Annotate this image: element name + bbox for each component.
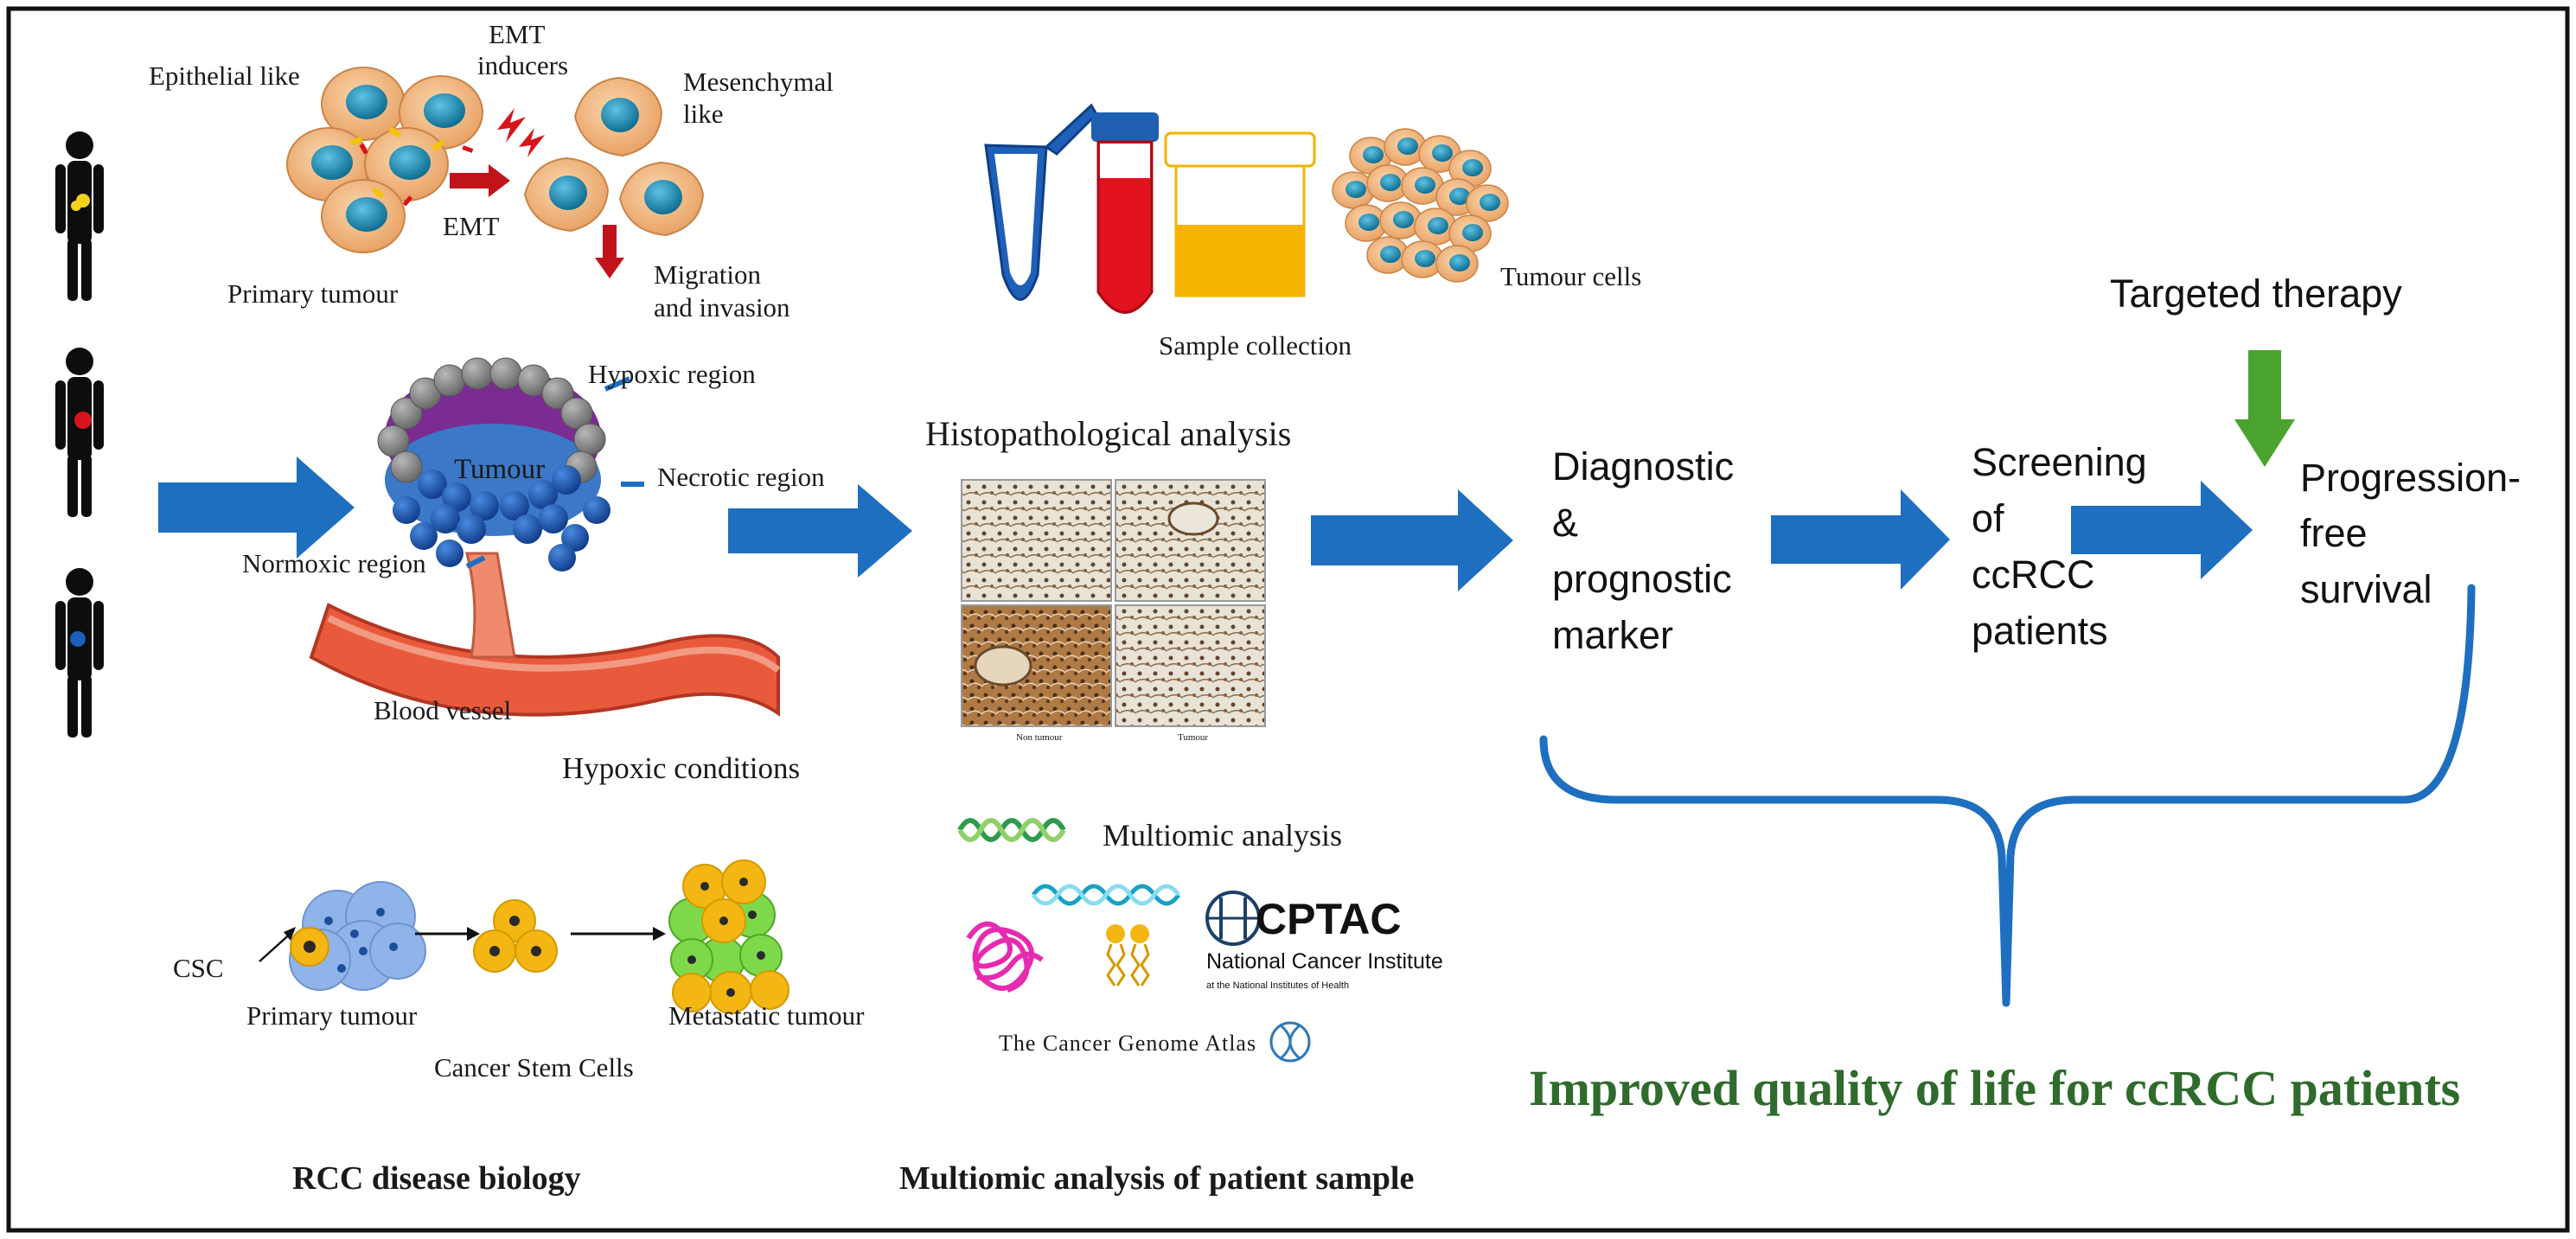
- csc-pointer-head: [284, 927, 296, 941]
- diagnostic-marker-label: Diagnostic: [1552, 444, 1734, 489]
- tumour-cell-nucleus: [1363, 146, 1384, 163]
- blood-vessel-highlight: [327, 615, 781, 674]
- histology-panel-grid: [961, 479, 1266, 727]
- cptac-logo-text: CPTAC: [1256, 895, 1402, 943]
- tumour-mass: [377, 357, 610, 572]
- metastatic-tumour-label: Metastatic tumour: [668, 1000, 865, 1031]
- flow-arrow-2: [728, 484, 912, 578]
- tumour-cell-nucleus: [1428, 217, 1448, 234]
- sample-tube-red-icon: [1091, 112, 1159, 314]
- flow-arrow-1: [158, 457, 355, 559]
- migration-label-2: and invasion: [654, 292, 790, 323]
- progression-free-survival-label: Progression-: [2300, 456, 2521, 500]
- emt-inducers-label-2: inducers: [477, 50, 568, 80]
- hypoxic-region-label: Hypoxic region: [588, 359, 756, 389]
- csc-primary-cluster: [289, 881, 426, 991]
- targeted-therapy-label: Targeted therapy: [2110, 271, 2402, 316]
- cptac-logo: CPTAC: [1205, 891, 1402, 946]
- tumour-cell-nucleus: [1380, 174, 1401, 191]
- tumour-cell-nucleus: [1346, 181, 1366, 198]
- sample-collection-label: Sample collection: [1159, 330, 1352, 361]
- migration-label: Migration: [654, 259, 761, 290]
- epithelial-like-label: Epithelial like: [149, 61, 300, 91]
- cancer-stem-cells-label: Cancer Stem Cells: [434, 1052, 634, 1083]
- diagnostic-marker-label-2: &: [1552, 501, 1578, 545]
- diagnostic-marker-label-3: prognostic: [1552, 557, 1732, 601]
- primary-tumour-label: Primary tumour: [227, 278, 399, 309]
- multiomic-analysis-label: Multiomic analysis: [1103, 818, 1342, 853]
- tcga-helix-icon: [1269, 1021, 1311, 1063]
- summary-brace: [1539, 584, 2476, 1007]
- tumour-cells-label: Tumour cells: [1500, 261, 1641, 291]
- lipid-molecule-icon: [1106, 924, 1150, 987]
- progression-free-survival-label-2: free: [2300, 511, 2368, 555]
- csc-arrow-1: [415, 927, 480, 941]
- migration-arrow: [595, 225, 624, 278]
- tumour-cell-nucleus: [1449, 254, 1470, 271]
- blood-vessel: [309, 603, 780, 717]
- mesenchymal-like-label-2: like: [683, 99, 724, 129]
- tumour-cell-nucleus: [1397, 137, 1418, 155]
- screening-label: Screening: [1972, 440, 2147, 484]
- tumour-cell-nucleus: [1462, 224, 1483, 241]
- emt-inducer-bolts-icon: [497, 108, 545, 157]
- necrotic-region-label: Necrotic region: [657, 462, 825, 492]
- tumour-cell-nucleus: [1449, 188, 1470, 205]
- tumour-cell-nucleus: [1462, 159, 1483, 176]
- human-silhouette-icon: [55, 131, 104, 301]
- emt-label: EMT: [443, 211, 500, 241]
- emt-mesenchymal-cluster: [523, 76, 705, 237]
- mesenchymal-like-label: Mesenchymal: [683, 67, 834, 97]
- multiomic-analysis-caption: Multiomic analysis of patient sample: [899, 1160, 1414, 1197]
- tumour-cell-nucleus: [1415, 176, 1435, 194]
- csc-primary-tumour-label: Primary tumour: [246, 1000, 418, 1031]
- screening-label-3: ccRCC: [1972, 552, 2095, 597]
- protein-tangle-icon: [966, 921, 1044, 993]
- sample-container-yellow-icon: [1164, 131, 1316, 297]
- flow-arrow-3: [1311, 489, 1513, 591]
- csc-arrow-2: [571, 927, 666, 941]
- tumour-label: Tumour: [454, 454, 545, 485]
- emt-epithelial-cluster: [286, 67, 483, 253]
- progression-free-survival-label-3: survival: [2300, 567, 2432, 611]
- nih-label: at the National Institutes of Health: [1206, 980, 1349, 991]
- emt-arrow: [450, 164, 510, 197]
- diagnostic-marker-label-4: marker: [1552, 613, 1673, 657]
- tumour-cell-nucleus: [1393, 211, 1414, 228]
- tumour-cell-nucleus: [1415, 250, 1435, 267]
- histopathological-analysis-label: Histopathological analysis: [925, 414, 1291, 453]
- dna-helix-icon: [957, 818, 1066, 842]
- tumour-cell-nucleus: [1358, 214, 1379, 231]
- tumour-stalk: [465, 552, 516, 659]
- emt-inducers-label: EMT: [489, 19, 546, 49]
- tumour-cells-cluster: [1332, 128, 1509, 283]
- screening-label-2: of: [1972, 496, 2004, 540]
- hypoxic-conditions-label: Hypoxic conditions: [562, 751, 800, 785]
- targeted-therapy-arrow: [2234, 350, 2295, 467]
- histology-caption-non-tumour: Non tumour: [1016, 732, 1063, 743]
- outcome-statement: Improved quality of life for ccRCC patie…: [1529, 1060, 2460, 1116]
- rcc-disease-biology-caption: RCC disease biology: [292, 1160, 581, 1197]
- csc-label: CSC: [173, 953, 224, 983]
- nci-label: National Cancer Institute: [1206, 949, 1443, 974]
- tumour-cell-nucleus: [1432, 144, 1453, 162]
- blood-vessel-label: Blood vessel: [374, 695, 511, 725]
- histology-caption-tumour: Tumour: [1178, 732, 1208, 743]
- flow-arrow-4: [1771, 489, 1950, 590]
- tumour-cell-nucleus: [1480, 194, 1500, 211]
- human-silhouette-icon: [55, 568, 104, 738]
- rna-helix-icon: [1031, 884, 1181, 906]
- screening-label-4: patients: [1972, 609, 2108, 653]
- normoxic-region-label: Normoxic region: [242, 548, 426, 578]
- sample-tube-blue-icon: [984, 103, 1098, 301]
- csc-stem-cluster: [473, 899, 558, 973]
- flow-arrow-5: [2071, 481, 2253, 579]
- tumour-cell-nucleus: [1380, 246, 1401, 263]
- human-silhouette-icon: [55, 348, 104, 517]
- csc-metastatic-cluster: [668, 859, 789, 1014]
- region-pointer-lines: [465, 376, 644, 569]
- tcga-label: The Cancer Genome Atlas: [999, 1031, 1256, 1056]
